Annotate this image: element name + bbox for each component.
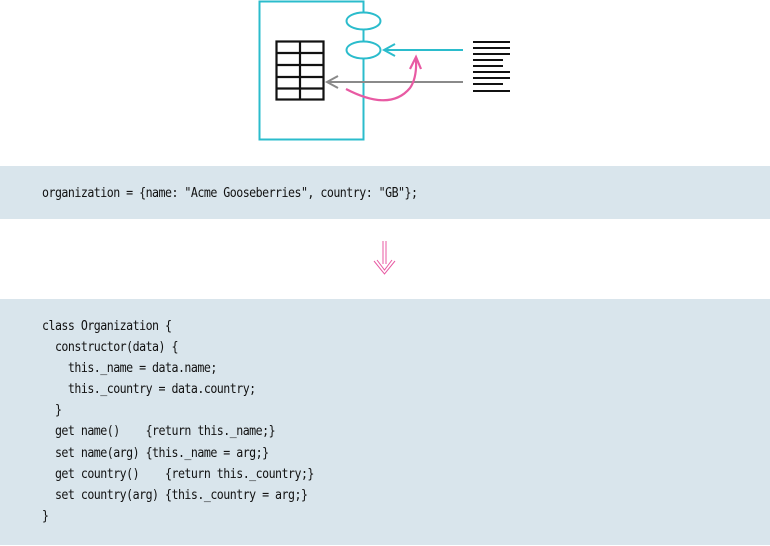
object-boundary: [258, 0, 365, 141]
code-after-block: class Organization { constructor(data) {…: [0, 299, 770, 545]
code-after: class Organization { constructor(data) {…: [42, 318, 314, 524]
code-before-block: organization = {name: "Acme Gooseberries…: [0, 166, 770, 219]
accessor-oval-bottom: [345, 40, 382, 60]
accessor-arrow: [381, 43, 463, 57]
double-down-arrow-icon: [373, 241, 396, 275]
document-icon: [473, 41, 510, 92]
table-icon: [275, 40, 325, 101]
refactor-arrow: [345, 54, 423, 102]
direct-access-arrow: [324, 75, 463, 89]
accessor-oval-top: [345, 11, 382, 31]
encapsulation-diagram: [258, 0, 510, 141]
code-before: organization = {name: "Acme Gooseberries…: [42, 185, 418, 201]
